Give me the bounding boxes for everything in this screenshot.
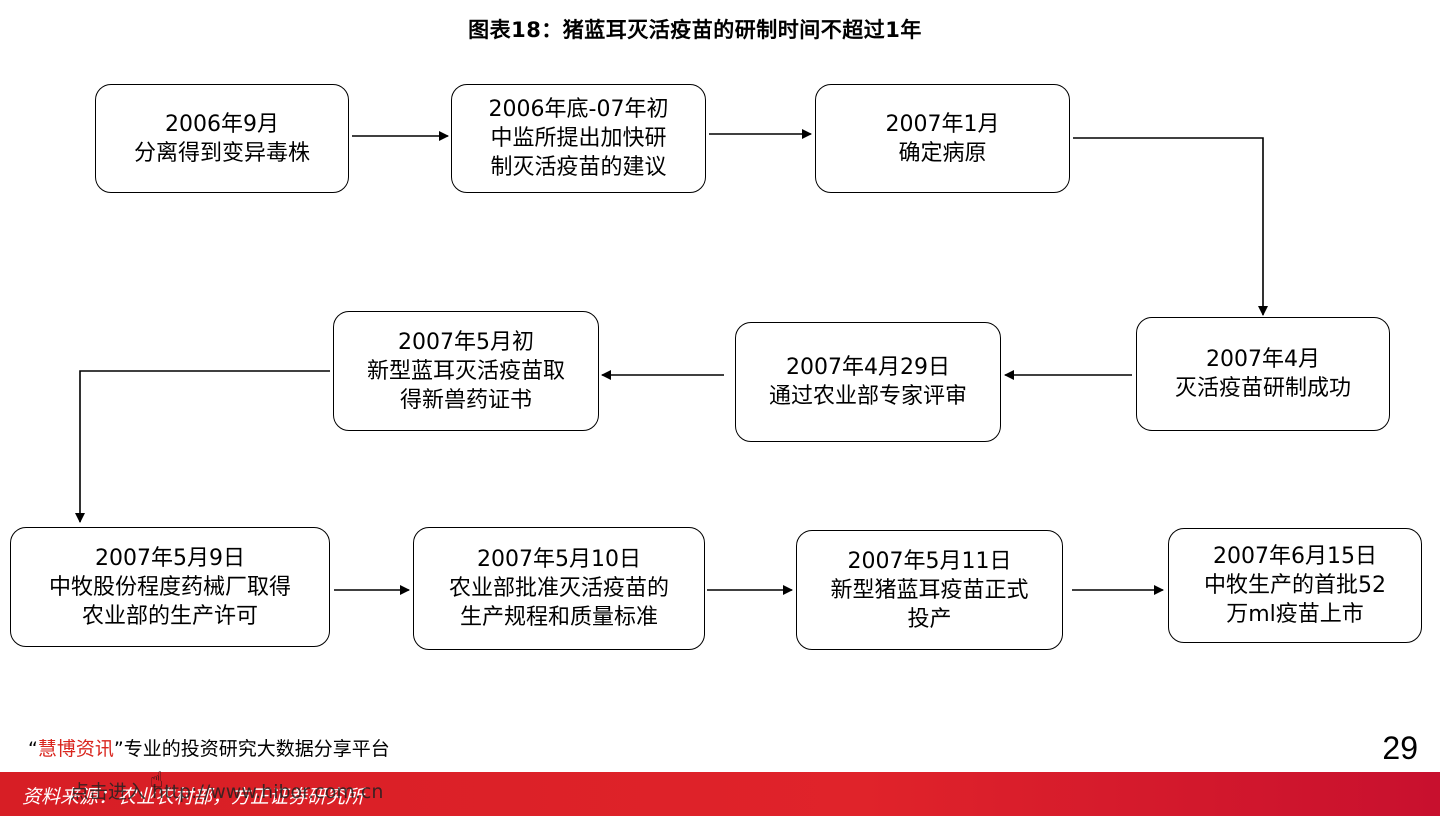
step-box-9: 2007年5月11日 新型猪蓝耳疫苗正式 投产 <box>796 530 1063 650</box>
step-text: 灭活疫苗研制成功 <box>1174 376 1351 401</box>
arrow-3-to-4 <box>1073 137 1268 316</box>
footer-bar <box>0 772 1440 816</box>
step-box-8: 2007年5月10日 农业部批准灭活疫苗的 生产规程和质量标准 <box>413 527 705 650</box>
step-text: 通过农业部专家评审 <box>768 384 967 409</box>
step-text: 中牧股份程度药械厂取得 <box>48 574 291 600</box>
step-text: 2007年5月11日 <box>847 548 1012 574</box>
step-box-2: 2006年底-07年初 中监所提出加快研 制灭活疫苗的建议 <box>451 84 706 193</box>
step-text: 投产 <box>907 606 952 632</box>
step-box-10: 2007年6月15日 中牧生产的首批52 万ml疫苗上市 <box>1168 528 1422 643</box>
quote-open: “ <box>28 738 38 760</box>
arrow-6-to-7 <box>75 370 330 523</box>
quote-close: ” <box>113 738 124 760</box>
step-box-1: 2006年9月 分离得到变异毒株 <box>95 84 349 193</box>
step-text: 2006年底-07年初 <box>488 97 669 122</box>
step-text: 2007年4月29日 <box>786 355 950 380</box>
step-text: 新型蓝耳灭活疫苗取 <box>366 358 565 384</box>
step-box-3: 2007年1月 确定病原 <box>815 84 1070 193</box>
step-text: 制灭活疫苗的建议 <box>490 155 667 180</box>
step-text: 2007年5月初 <box>398 329 534 355</box>
step-text: 2006年9月 <box>165 111 279 137</box>
step-box-5: 2007年4月29日 通过农业部专家评审 <box>735 322 1001 442</box>
step-box-7: 2007年5月9日 中牧股份程度药械厂取得 农业部的生产许可 <box>10 527 330 647</box>
step-text: 中牧生产的首批52 <box>1204 573 1386 598</box>
step-box-6: 2007年5月初 新型蓝耳灭活疫苗取 得新兽药证书 <box>333 311 599 431</box>
step-text: 新型猪蓝耳疫苗正式 <box>830 577 1029 603</box>
step-text: 生产规程和质量标准 <box>459 605 658 630</box>
step-text: 分离得到变异毒株 <box>133 140 310 166</box>
step-box-4: 2007年4月 灭活疫苗研制成功 <box>1136 317 1390 431</box>
step-text: 农业部的生产许可 <box>81 603 258 629</box>
step-text: 确定病原 <box>898 140 987 166</box>
chart-title: 图表18：猪蓝耳灭活疫苗的研制时间不超过1年 <box>468 18 922 42</box>
tagline-text: 专业的投资研究大数据分享平台 <box>123 738 390 760</box>
step-text: 农业部批准灭活疫苗的 <box>448 576 669 601</box>
website-link[interactable]: 点击进入 http://www.hibor.com.cn <box>70 781 384 803</box>
page-number: 29 <box>1382 730 1418 766</box>
brand-name[interactable]: 慧博资讯 <box>37 738 114 760</box>
step-text: 中监所提出加快研 <box>490 126 667 151</box>
pointing-hand-icon: ☝ <box>150 768 164 793</box>
footer-tagline: “慧博资讯”专业的投资研究大数据分享平台 <box>28 734 390 761</box>
step-text: 2007年5月10日 <box>477 547 641 572</box>
source-note: 资料来源：农业农村部，方正证券研究所 <box>22 786 365 808</box>
step-text: 2007年6月15日 <box>1213 544 1377 569</box>
step-text: 2007年5月9日 <box>95 545 245 571</box>
step-text: 2007年4月 <box>1206 347 1320 372</box>
step-text: 万ml疫苗上市 <box>1226 602 1364 627</box>
step-text: 2007年1月 <box>885 111 1000 137</box>
step-text: 得新兽药证书 <box>399 387 532 413</box>
